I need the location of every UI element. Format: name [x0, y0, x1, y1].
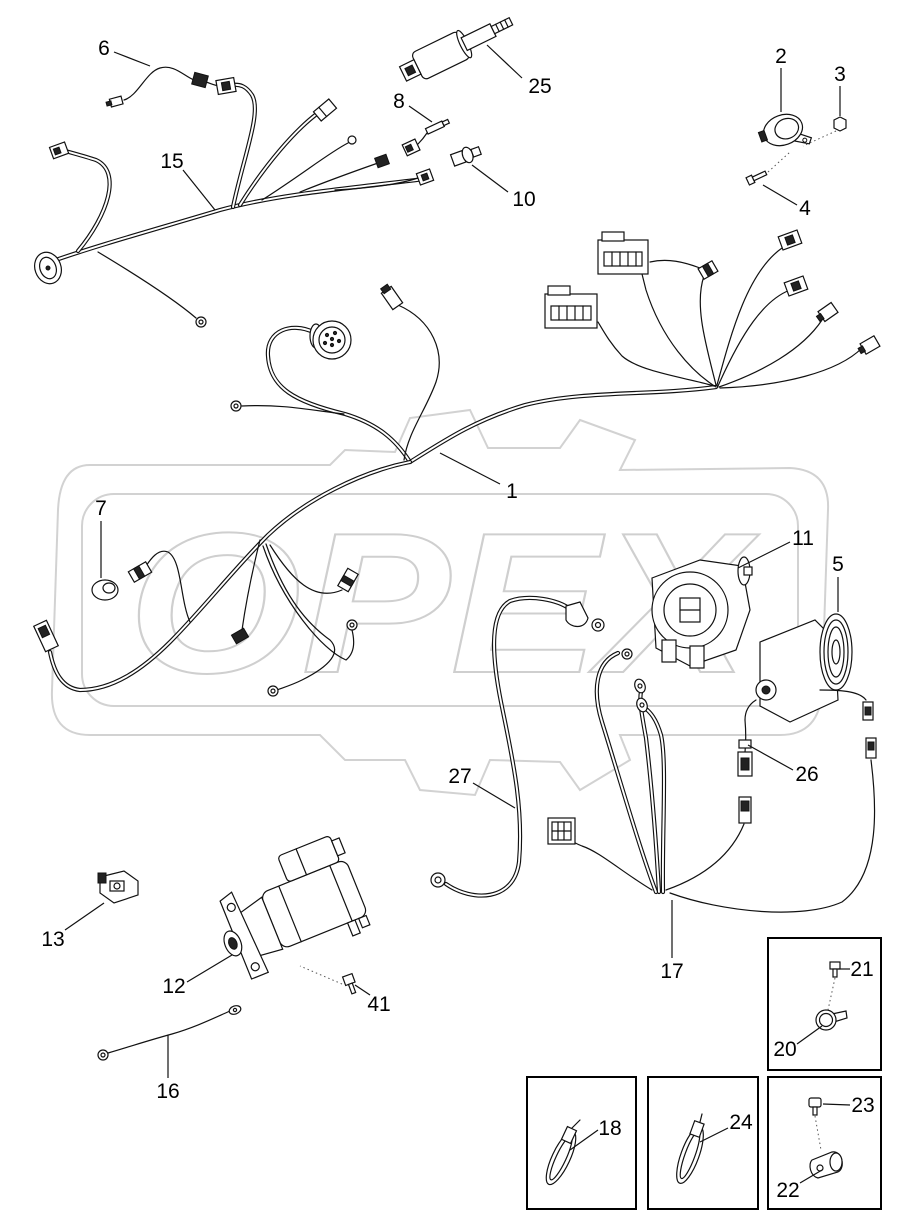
- callout-10: 10: [512, 188, 535, 211]
- horn-2: [757, 113, 813, 147]
- clamp-22: [809, 1151, 843, 1179]
- callout-26: 26: [795, 763, 818, 786]
- callouts: 6 25 2 3 8 15 10 4 1 7 11 5 26 27 13 12 …: [41, 37, 874, 1202]
- bolt-21: [829, 961, 841, 978]
- callout-2: 2: [775, 45, 787, 68]
- switch-10: [449, 145, 482, 167]
- callout-5: 5: [832, 553, 844, 576]
- strap-18: [545, 1119, 581, 1186]
- callout-3: 3: [834, 63, 846, 86]
- callout-27: 27: [448, 765, 471, 788]
- detail-box-18: [526, 1076, 637, 1210]
- bolt-4: [745, 170, 768, 186]
- alternator-11: [651, 556, 753, 669]
- bolt-23: [808, 1097, 822, 1116]
- harness-1: [32, 229, 881, 697]
- strap-24: [676, 1113, 705, 1184]
- callout-8: 8: [393, 90, 405, 113]
- callout-22: 22: [776, 1179, 799, 1202]
- callout-20: 20: [773, 1038, 796, 1061]
- harness-6: [105, 66, 237, 108]
- callout-6: 6: [98, 37, 110, 60]
- compressor-5: [744, 613, 874, 723]
- callout-21: 21: [850, 958, 873, 981]
- detail-box-24: [647, 1076, 759, 1210]
- callout-18: 18: [598, 1117, 621, 1140]
- callout-16: 16: [156, 1080, 179, 1103]
- harness-17: [547, 648, 877, 913]
- callout-13: 13: [41, 928, 64, 951]
- cable-16: [97, 1005, 242, 1061]
- callout-15: 15: [160, 150, 183, 173]
- relay-13: [97, 870, 139, 904]
- bolt-41: [341, 972, 357, 995]
- nut-3: [833, 116, 847, 132]
- solenoid-25: [398, 16, 514, 82]
- cable-27: [430, 598, 605, 896]
- callout-12: 12: [162, 975, 185, 998]
- callout-41: 41: [367, 993, 390, 1016]
- callout-25: 25: [528, 75, 551, 98]
- connector-block: [547, 817, 576, 845]
- leader-lines: [64, 44, 851, 1184]
- harness-15: [34, 85, 435, 328]
- detail-box-20-21: [767, 937, 882, 1071]
- detail-box-22-23: [767, 1076, 882, 1210]
- callout-1: 1: [506, 480, 518, 503]
- sensor-7: [91, 560, 153, 601]
- callout-23: 23: [851, 1094, 874, 1117]
- callout-4: 4: [799, 197, 811, 220]
- callout-17: 17: [660, 960, 683, 983]
- callout-7: 7: [95, 497, 107, 520]
- callout-11: 11: [792, 527, 814, 550]
- clamp-20: [815, 1009, 848, 1031]
- sender-8: [401, 118, 451, 157]
- starter-12: [219, 835, 371, 980]
- connector-26: [737, 719, 753, 777]
- callout-24: 24: [729, 1111, 753, 1134]
